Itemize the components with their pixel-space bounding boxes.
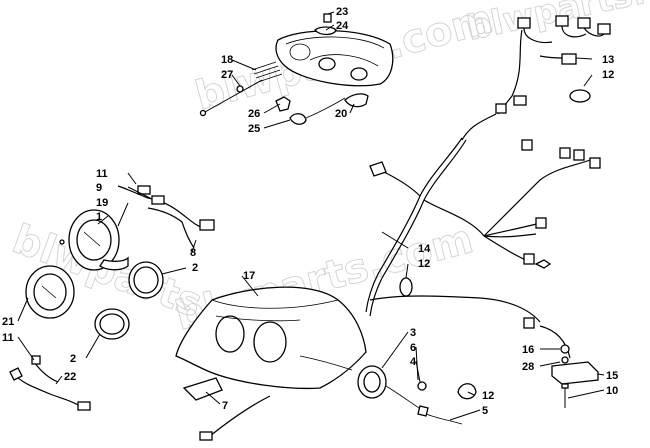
instrument-console (175, 286, 367, 389)
callout-2-upper: 2 (192, 262, 198, 274)
callout-8: 8 (190, 247, 196, 259)
callout-17: 17 (243, 270, 255, 282)
callout-6: 6 (410, 342, 416, 354)
main-wire-harness (365, 137, 601, 359)
callout-labels: 23 24 18 27 26 25 20 13 12 11 9 19 1 8 2… (2, 6, 618, 417)
callout-12-middle: 12 (418, 258, 430, 270)
gauge-seal-rings (94, 261, 164, 340)
leader-lines (17, 11, 605, 421)
adjuster-spring (199, 61, 283, 117)
callout-4: 4 (410, 356, 417, 368)
callout-26: 26 (248, 108, 260, 120)
gauge-21 (25, 265, 75, 319)
callout-12-top: 12 (602, 69, 614, 81)
callout-1: 1 (96, 211, 102, 223)
callout-28: 28 (522, 361, 534, 373)
decal (182, 377, 223, 401)
callout-12-lower: 12 (482, 390, 494, 402)
callout-23: 23 (336, 6, 348, 18)
upper-harness (461, 15, 611, 141)
callout-10: 10 (606, 385, 618, 397)
bulb-socket (275, 93, 369, 125)
callout-15: 15 (606, 370, 618, 382)
callout-20: 20 (335, 108, 347, 120)
lower-pigtail (9, 355, 91, 411)
callout-27: 27 (221, 69, 233, 81)
callout-22: 22 (64, 371, 76, 383)
callout-25: 25 (248, 123, 260, 135)
voltage-regulator (551, 344, 599, 408)
callout-24: 24 (336, 20, 349, 32)
callout-14: 14 (418, 243, 431, 255)
callout-19: 19 (96, 197, 108, 209)
speed-sensor (357, 365, 463, 425)
gauge-1 (68, 209, 129, 271)
callout-18: 18 (221, 54, 233, 66)
callout-9: 9 (96, 182, 102, 194)
callout-2-lower: 2 (70, 353, 76, 365)
callout-11-lower: 11 (2, 332, 14, 344)
gauge-harness (59, 185, 215, 249)
callout-5: 5 (482, 405, 488, 417)
headlight-assembly (275, 13, 394, 87)
callout-21: 21 (2, 316, 14, 328)
callout-3: 3 (410, 327, 416, 339)
lower-cable (199, 395, 271, 441)
callout-16: 16 (522, 344, 534, 356)
callout-7: 7 (222, 400, 228, 412)
callout-11-upper: 11 (96, 168, 108, 180)
callout-13: 13 (602, 54, 614, 66)
hose-clamp (457, 383, 477, 400)
